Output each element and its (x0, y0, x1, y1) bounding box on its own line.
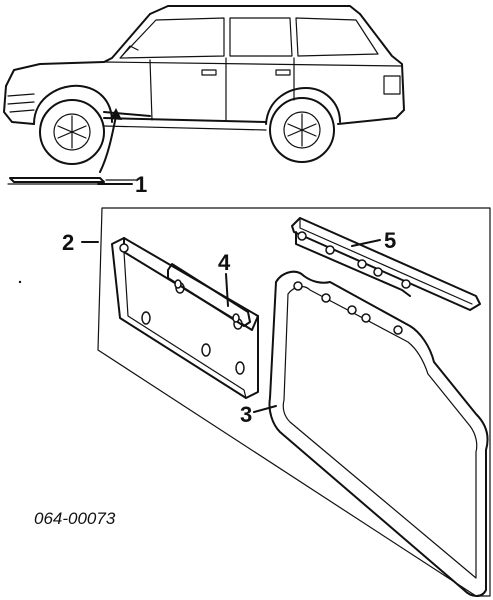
callout-3: 3 (240, 402, 252, 427)
part-1-strip (7, 177, 137, 185)
stray-dot (18, 280, 22, 284)
callout-2: 2 (62, 230, 74, 255)
leader-lines (81, 183, 381, 413)
diagram-reference-number: 064-00073 (34, 509, 116, 528)
part-3-seal (268, 270, 489, 597)
callout-4: 4 (218, 250, 231, 275)
part-5-rail (291, 217, 481, 311)
vehicle-illustration (3, 5, 405, 173)
callout-1: 1 (135, 172, 147, 197)
part-4-bracket (167, 263, 251, 327)
parts-panel (97, 207, 491, 597)
callout-5: 5 (384, 228, 396, 253)
